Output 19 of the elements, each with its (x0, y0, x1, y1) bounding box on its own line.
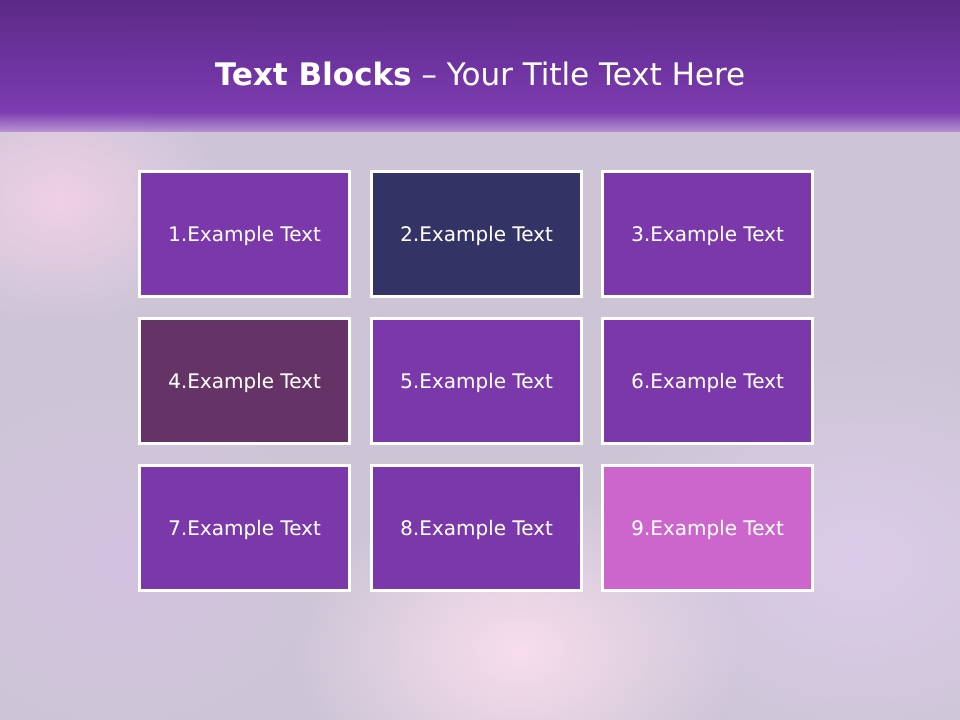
block-text: 3.Example Text (631, 221, 784, 247)
text-block (370, 317, 583, 445)
block-text: 8.Example Text (400, 515, 553, 541)
text-block (370, 170, 583, 298)
block-text: 9.Example Text (631, 515, 784, 541)
block-text: 4.Example Text (168, 368, 321, 394)
text-block (138, 464, 351, 592)
text-block (601, 317, 814, 445)
text-block (601, 170, 814, 298)
block-text: 1.Example Text (168, 221, 321, 247)
block-text: 2.Example Text (400, 221, 553, 247)
block-text: 5.Example Text (400, 368, 553, 394)
block-text: 6.Example Text (631, 368, 784, 394)
text-block (370, 464, 583, 592)
slide-title: Text Blocks – Your Title Text Here (214, 56, 746, 95)
text-block (138, 317, 351, 445)
block-text: 7.Example Text (168, 515, 321, 541)
text-block (138, 170, 351, 298)
text-block (601, 464, 814, 592)
